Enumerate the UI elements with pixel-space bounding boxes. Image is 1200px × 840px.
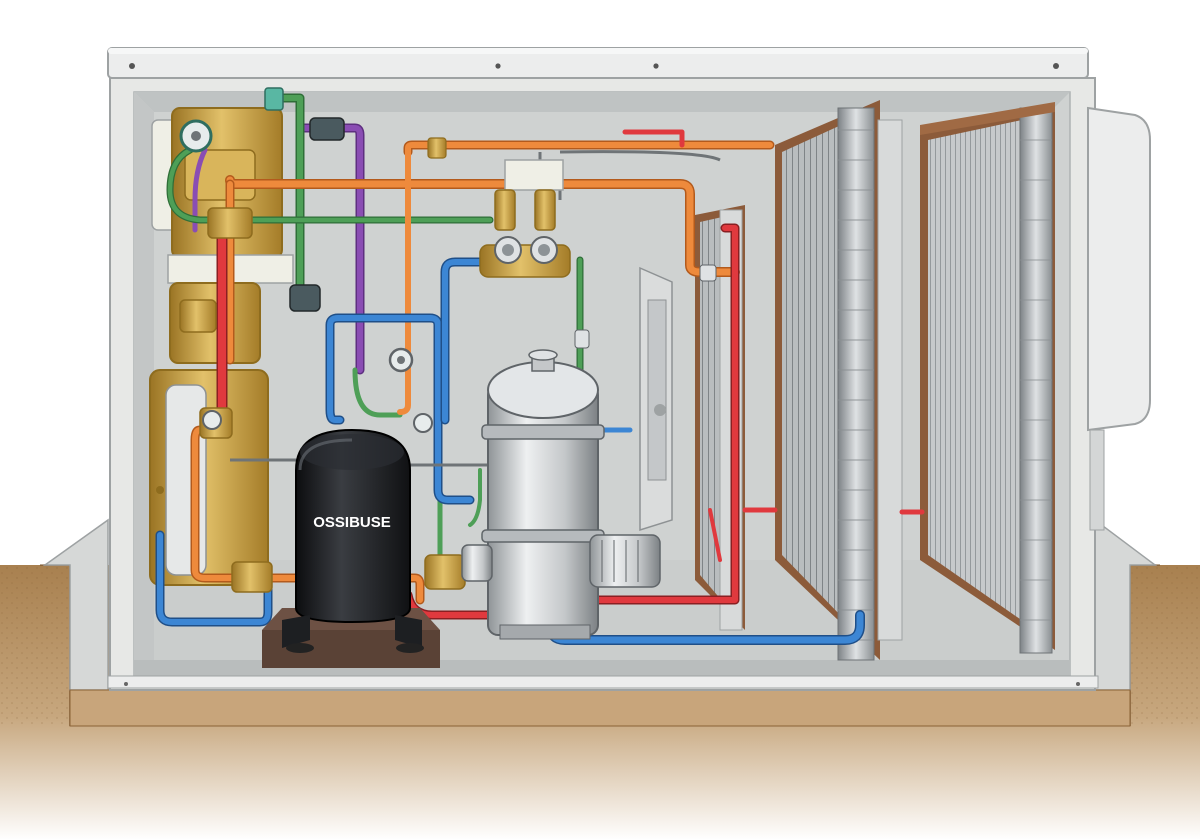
side-electrical-box: [1087, 106, 1151, 531]
foundation: [42, 518, 1158, 727]
pipe-orange: [190, 140, 775, 605]
compressor: OSSIBUSE: [262, 428, 440, 668]
condenser-coil-outer: [920, 102, 1055, 654]
condenser-coil-inner: [775, 100, 903, 661]
pipe-purple: [192, 123, 365, 375]
accumulator-tank: [481, 349, 605, 640]
fan-motor-bracket: [639, 266, 673, 532]
expansion-valve-manifold: [479, 159, 571, 278]
fan-motor: [461, 534, 661, 588]
gauge-icon: [179, 119, 433, 433]
compressor-label: OSSIBUSE: [313, 514, 391, 531]
screw-icon: [124, 63, 1080, 686]
gauge-icon: [494, 236, 558, 264]
